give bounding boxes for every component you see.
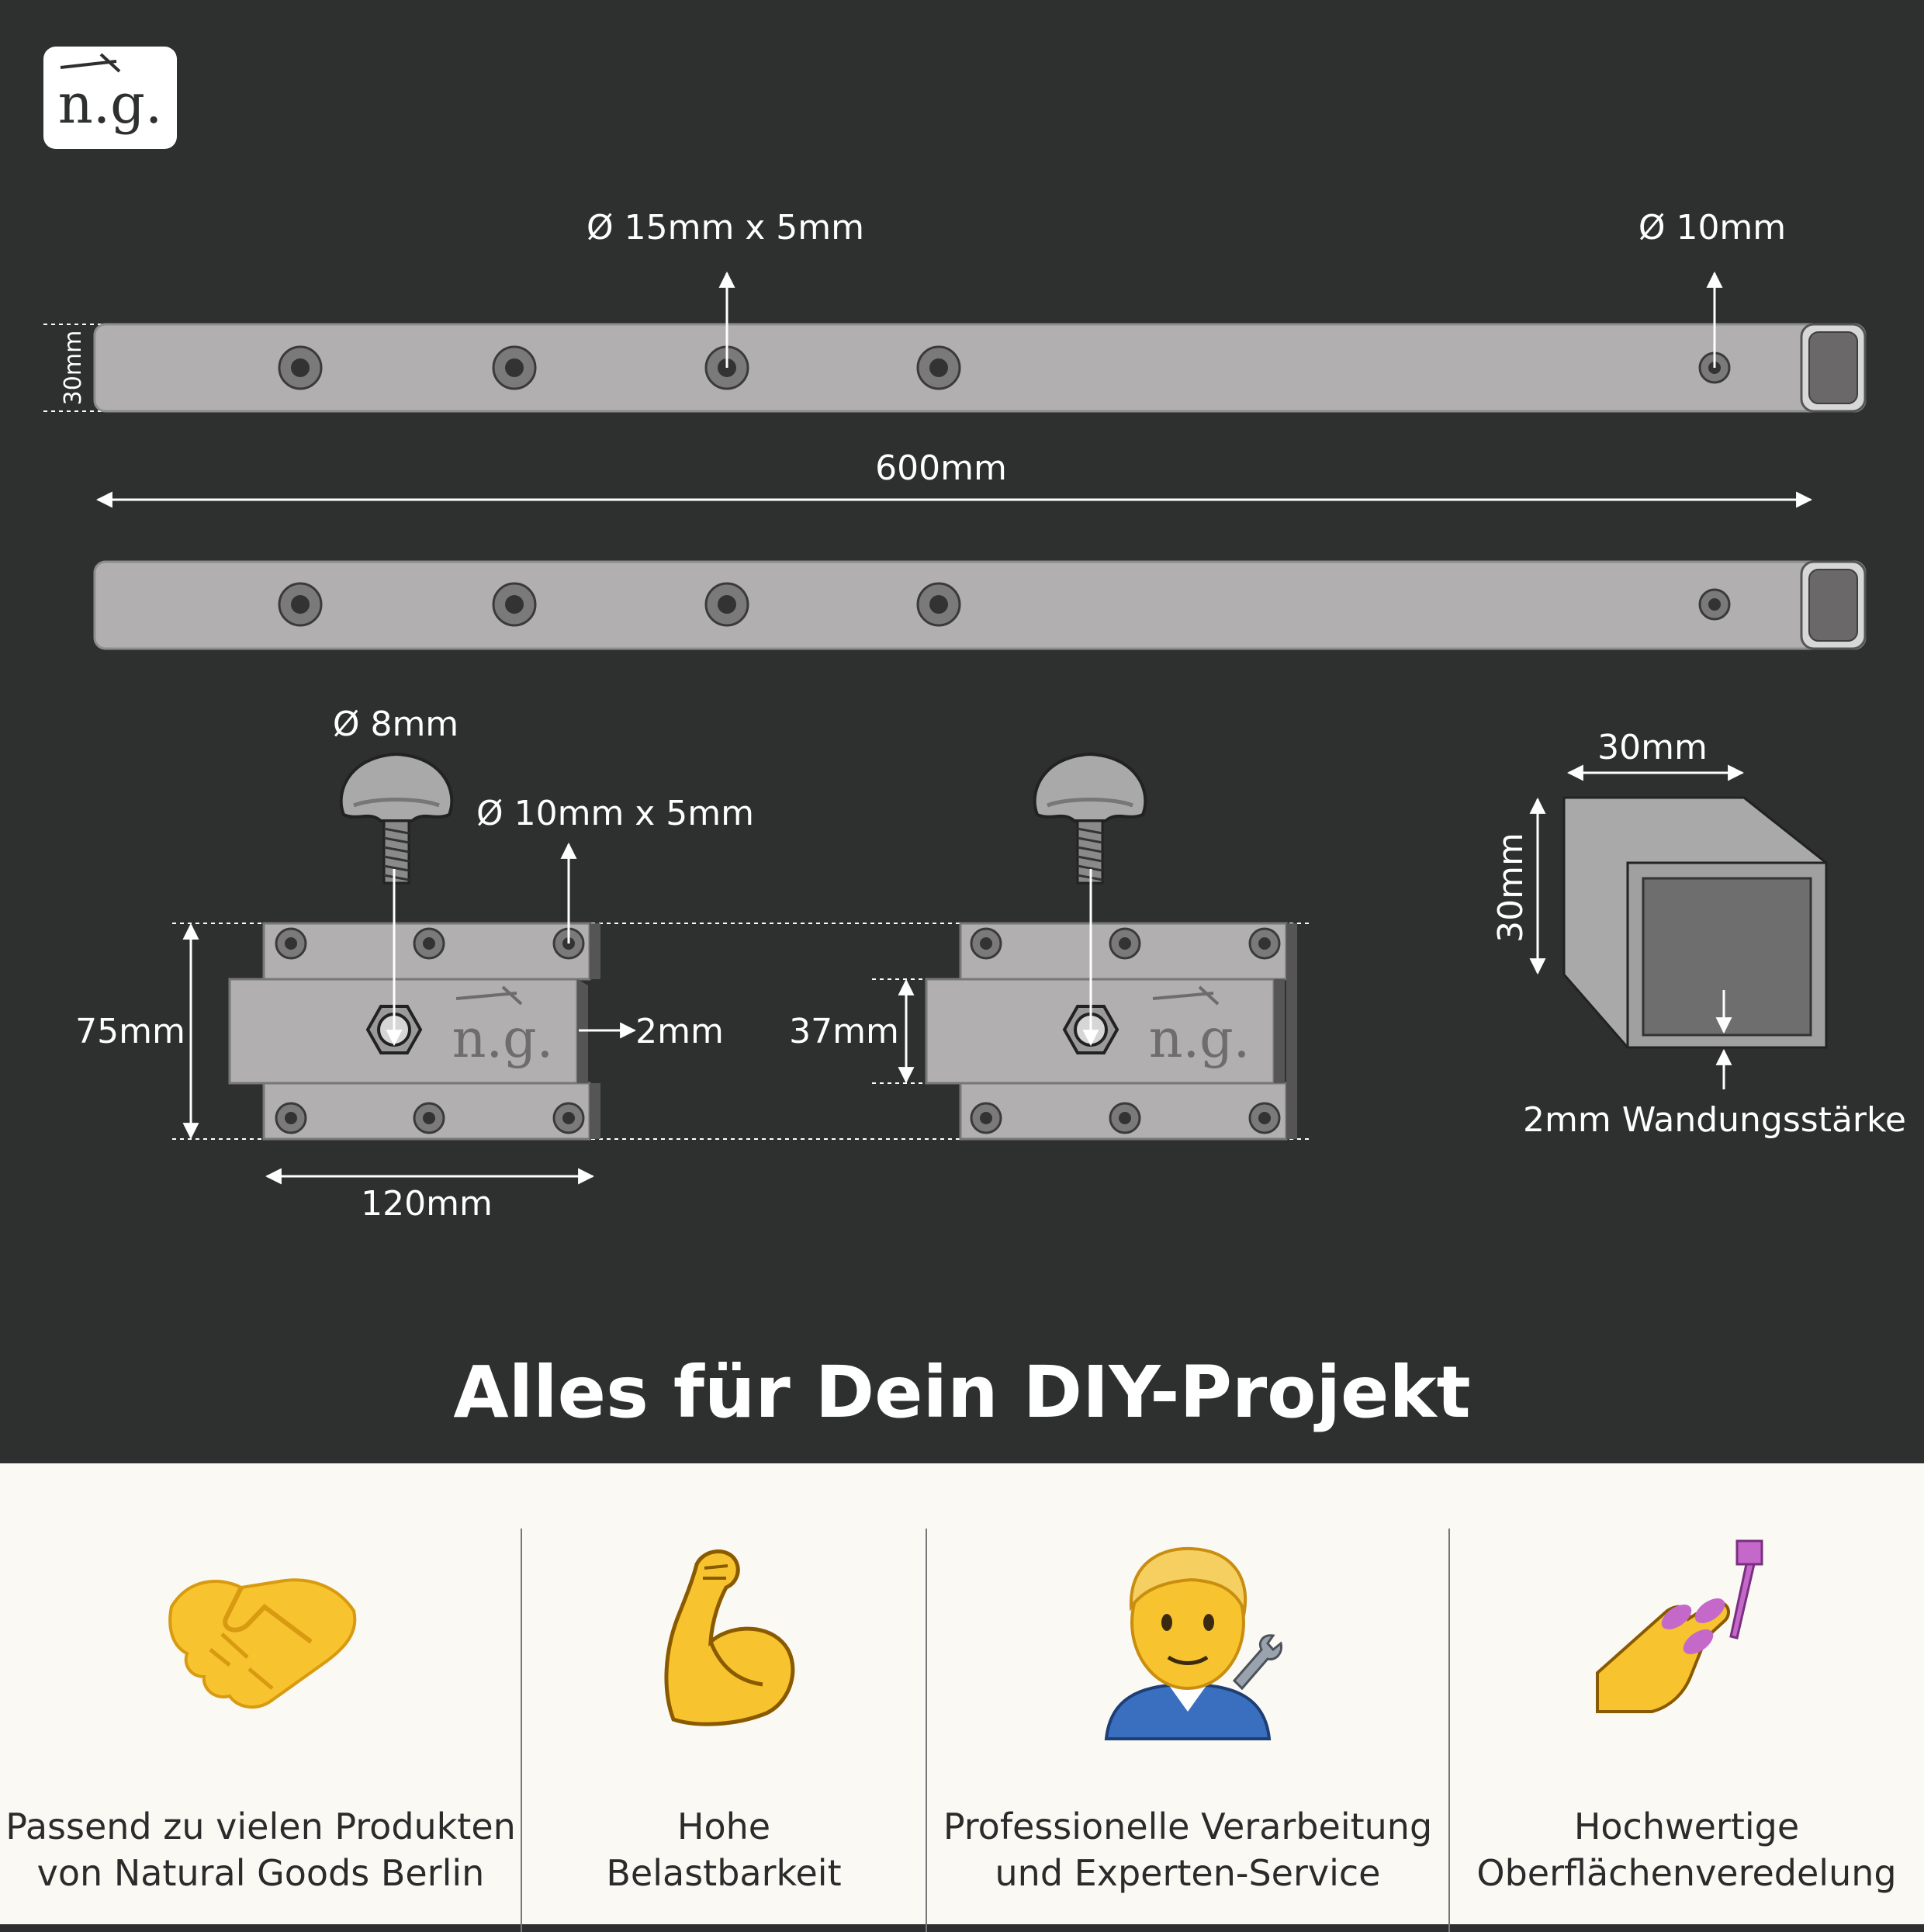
nail-polish-icon: [1596, 1539, 1763, 1713]
screw-hole: [492, 345, 537, 390]
end-hole: [1698, 588, 1731, 621]
screw-hole: [492, 582, 537, 627]
plate-hole: [970, 1102, 1002, 1134]
thumb-screw: [341, 754, 452, 883]
handshake-icon: [168, 1578, 357, 1709]
feature-line2: Belastbarkeit: [606, 1852, 842, 1894]
profile-width-label: 30mm: [1597, 728, 1708, 767]
bar-length-dimension: 600mm: [95, 448, 1813, 508]
plate-hole: [1248, 927, 1281, 960]
feature-line1: Passend zu vielen Produkten: [5, 1806, 516, 1847]
clamp-plate-closed: n.g. 37mm: [789, 754, 1297, 1141]
bar-top: 30mm Ø 15mm x 5mm Ø 10mm: [43, 208, 1867, 413]
plate-hole: [1248, 1102, 1281, 1134]
feature-line1: Hohe: [677, 1806, 771, 1847]
brand-logo-text: n.g.: [58, 72, 162, 136]
bar-hole-label: Ø 15mm x 5mm: [587, 208, 864, 248]
profile-height-label: 30mm: [1491, 833, 1531, 943]
plate-hole: [275, 927, 307, 960]
bar-end-hole-label: Ø 10mm: [1639, 208, 1786, 248]
thumb-screw: [1035, 754, 1146, 883]
divider: [521, 1529, 522, 1932]
bar-length-label: 600mm: [875, 448, 1007, 488]
plate-hole-label: Ø 10mm x 5mm: [476, 794, 754, 833]
plate-width-label: 120mm: [361, 1184, 493, 1224]
screw-hole: [916, 345, 961, 390]
gap-label: 2mm: [635, 1012, 724, 1051]
flexed-biceps-icon: [664, 1549, 795, 1726]
feature-line2: Oberflächenveredelung: [1476, 1852, 1897, 1894]
feature-expert-service: Professionelle Verarbeitung und Experten-…: [926, 1463, 1449, 1924]
headline: Alles für Dein DIY-Projekt: [453, 1351, 1471, 1434]
inner-height-label: 37mm: [789, 1012, 899, 1051]
plate-hole: [413, 1102, 445, 1134]
bolt-label: Ø 8mm: [333, 705, 459, 744]
screw-hole: [278, 582, 323, 627]
mechanic-icon: [1104, 1546, 1283, 1740]
plate-hole: [552, 1102, 585, 1134]
plate-hole: [275, 1102, 307, 1134]
divider: [926, 1529, 927, 1932]
feature-strip: Passend zu vielen Produkten von Natural G…: [0, 1463, 1924, 1932]
plate-hole: [970, 927, 1002, 960]
bar-bottom: [93, 560, 1867, 650]
feature-line1: Professionelle Verarbeitung: [943, 1806, 1433, 1847]
feature-line2: von Natural Goods Berlin: [36, 1852, 485, 1894]
profile-cross-section: 30mm 30mm 2mm Wandungsstärke: [1491, 728, 1906, 1140]
plate-stamp: n.g.: [452, 1009, 554, 1070]
clamp-plate-open: n.g. Ø 8mm Ø 10mm x 5mm 75mm 2mm 120mm: [75, 705, 1311, 1224]
wall-thickness-label: 2mm Wandungsstärke: [1523, 1100, 1906, 1140]
screw-hole: [704, 582, 749, 627]
feature-compatibility: Passend zu vielen Produkten von Natural G…: [0, 1463, 521, 1924]
plate-hole: [1109, 1102, 1141, 1134]
divider: [1448, 1529, 1450, 1932]
bar-height-label: 30mm: [60, 331, 87, 406]
feature-line2: und Experten-Service: [995, 1852, 1381, 1894]
plate-height-label: 75mm: [75, 1012, 185, 1051]
technical-drawing: n.g. 30mm Ø 15mm x 5mm Ø 10mm 600mm: [43, 47, 1906, 1224]
screw-hole: [916, 582, 961, 627]
screw-hole: [278, 345, 323, 390]
plate-hole: [1109, 927, 1141, 960]
plate-hole: [413, 927, 445, 960]
brand-logo: n.g.: [43, 47, 177, 149]
feature-line1: Hochwertige: [1573, 1806, 1800, 1847]
plate-stamp: n.g.: [1149, 1009, 1251, 1070]
